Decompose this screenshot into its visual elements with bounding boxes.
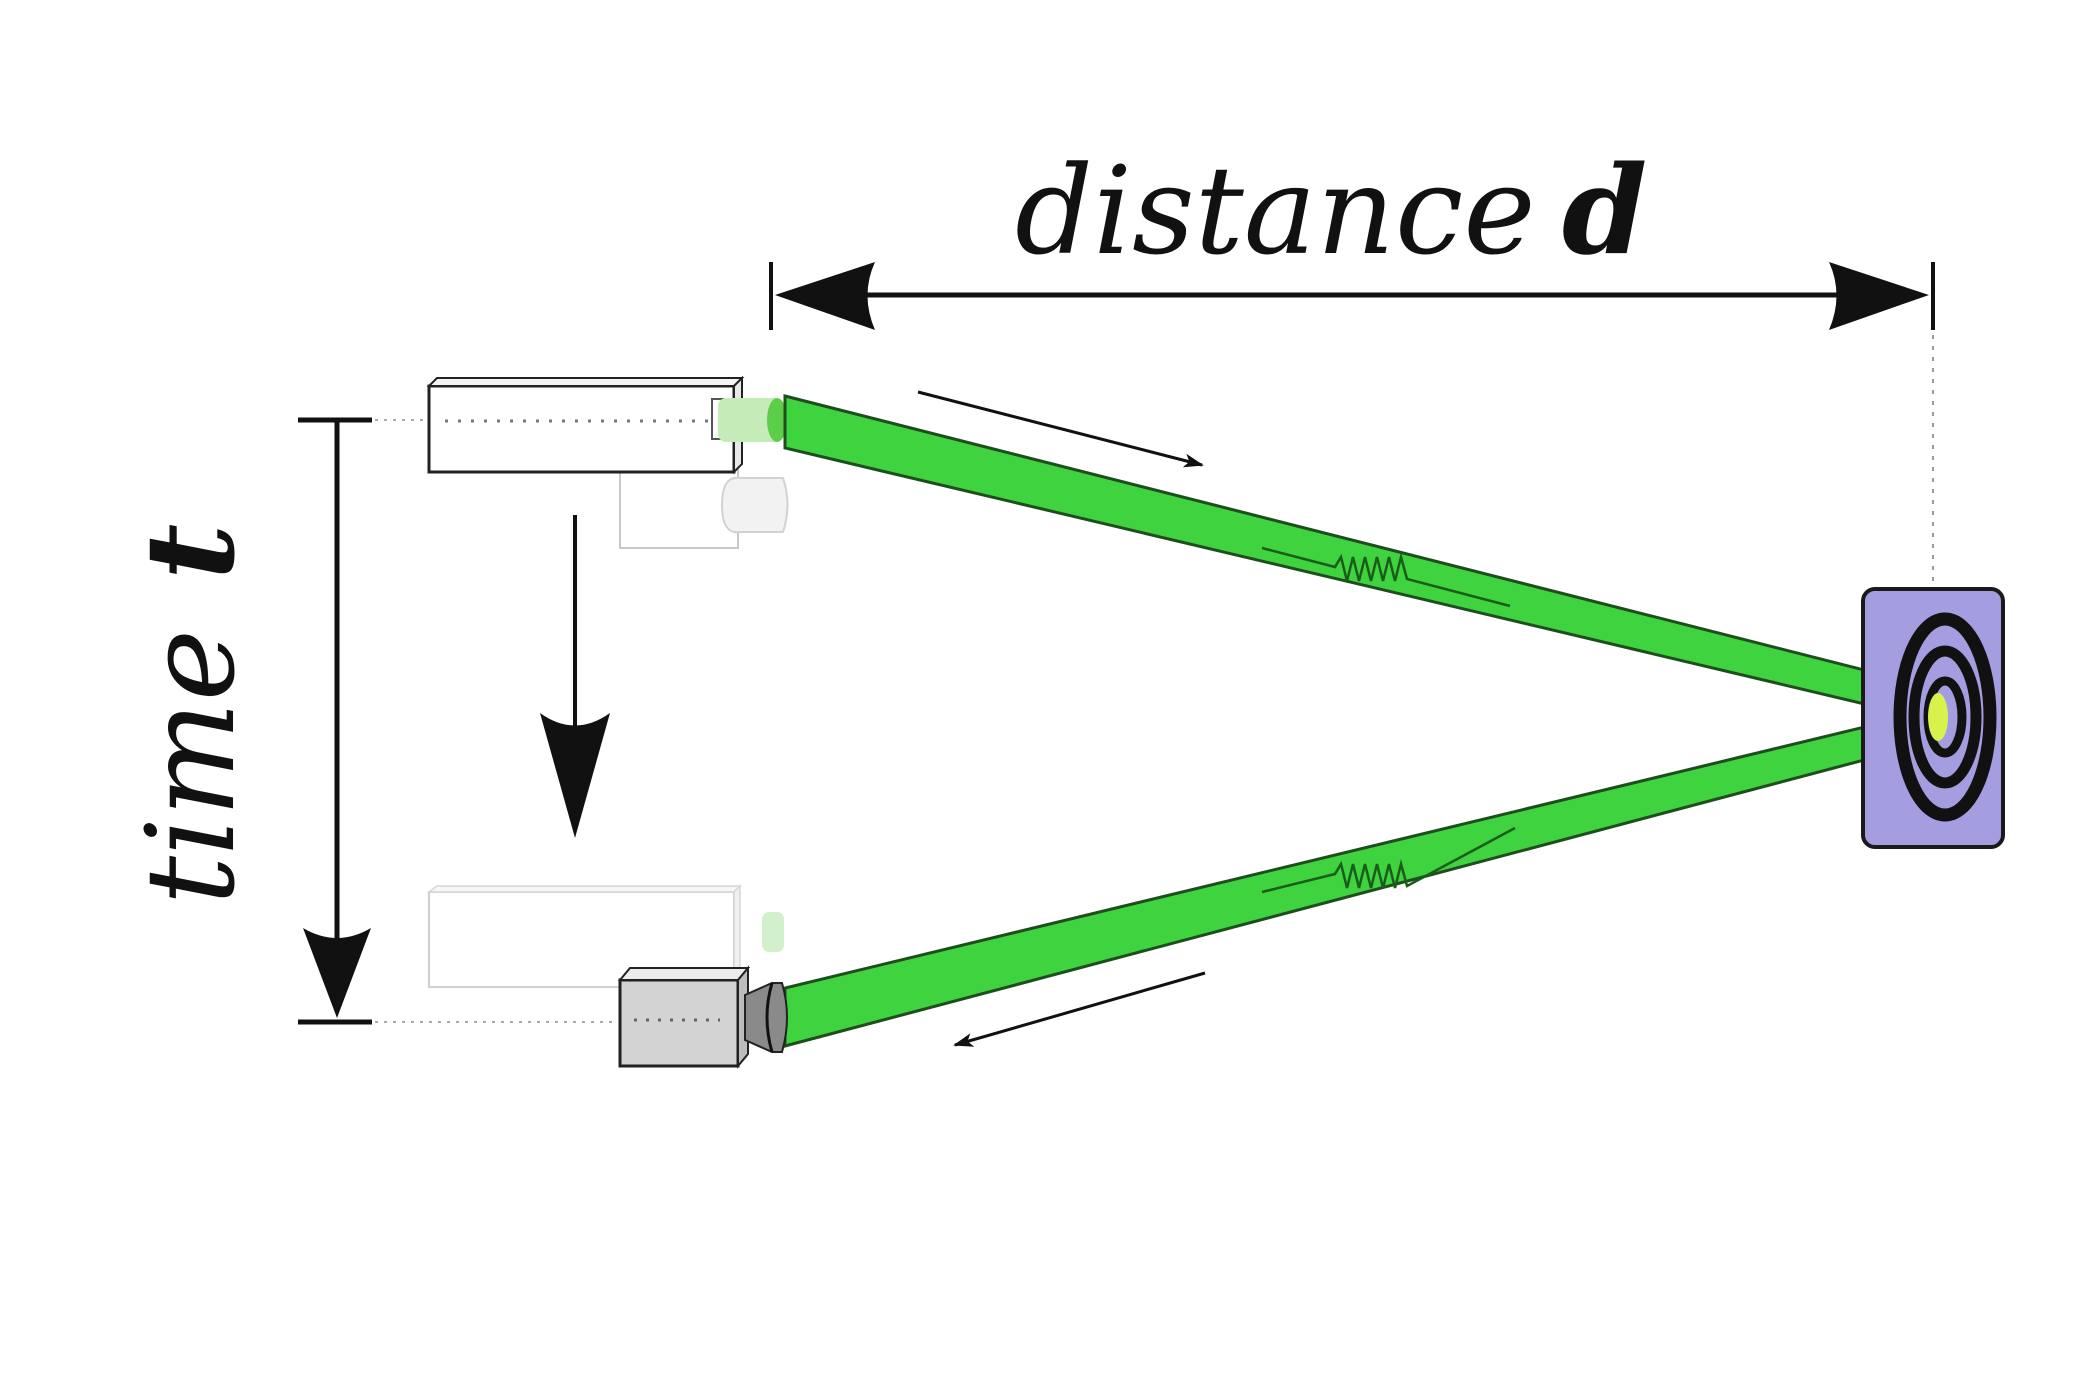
outgoing-wave-packet (1261, 546, 1511, 608)
motion-arrows (540, 390, 1206, 1047)
return-beam (783, 708, 1937, 1048)
return-direction-arrow (953, 971, 1206, 1047)
distance-symbol-label: d (1562, 138, 1647, 282)
distance-dimension: distance d (769, 138, 1935, 590)
outgoing-beam (783, 394, 1937, 722)
time-arrowhead (303, 928, 371, 1018)
laser-rangefinder-icon (427, 384, 736, 474)
laser-beams (783, 394, 1937, 1048)
device-movement-arrowhead (540, 713, 610, 838)
time-dimension: time t (118, 417, 618, 1025)
distance-word-label: distance (1015, 140, 1536, 282)
distance-arrowhead-right (1829, 262, 1929, 330)
target-ring-middle (1908, 645, 1982, 789)
ghost-receiver-top (619, 469, 789, 549)
reflector-target (1861, 587, 2005, 849)
distance-arrowhead-left (775, 262, 875, 330)
top-rangefinder-device (426, 375, 787, 475)
laser-hit-spot (1928, 693, 1948, 741)
ghost-rangefinder-bottom (426, 884, 784, 989)
time-symbol-label: t (118, 524, 262, 580)
bottom-receiver-device (617, 965, 788, 1069)
return-wave-packet (1261, 826, 1516, 894)
outgoing-direction-arrow (917, 390, 1204, 468)
laser-receiver-icon (618, 978, 740, 1068)
time-word-label: time (120, 629, 262, 905)
target-ring-outer (1893, 612, 1997, 822)
